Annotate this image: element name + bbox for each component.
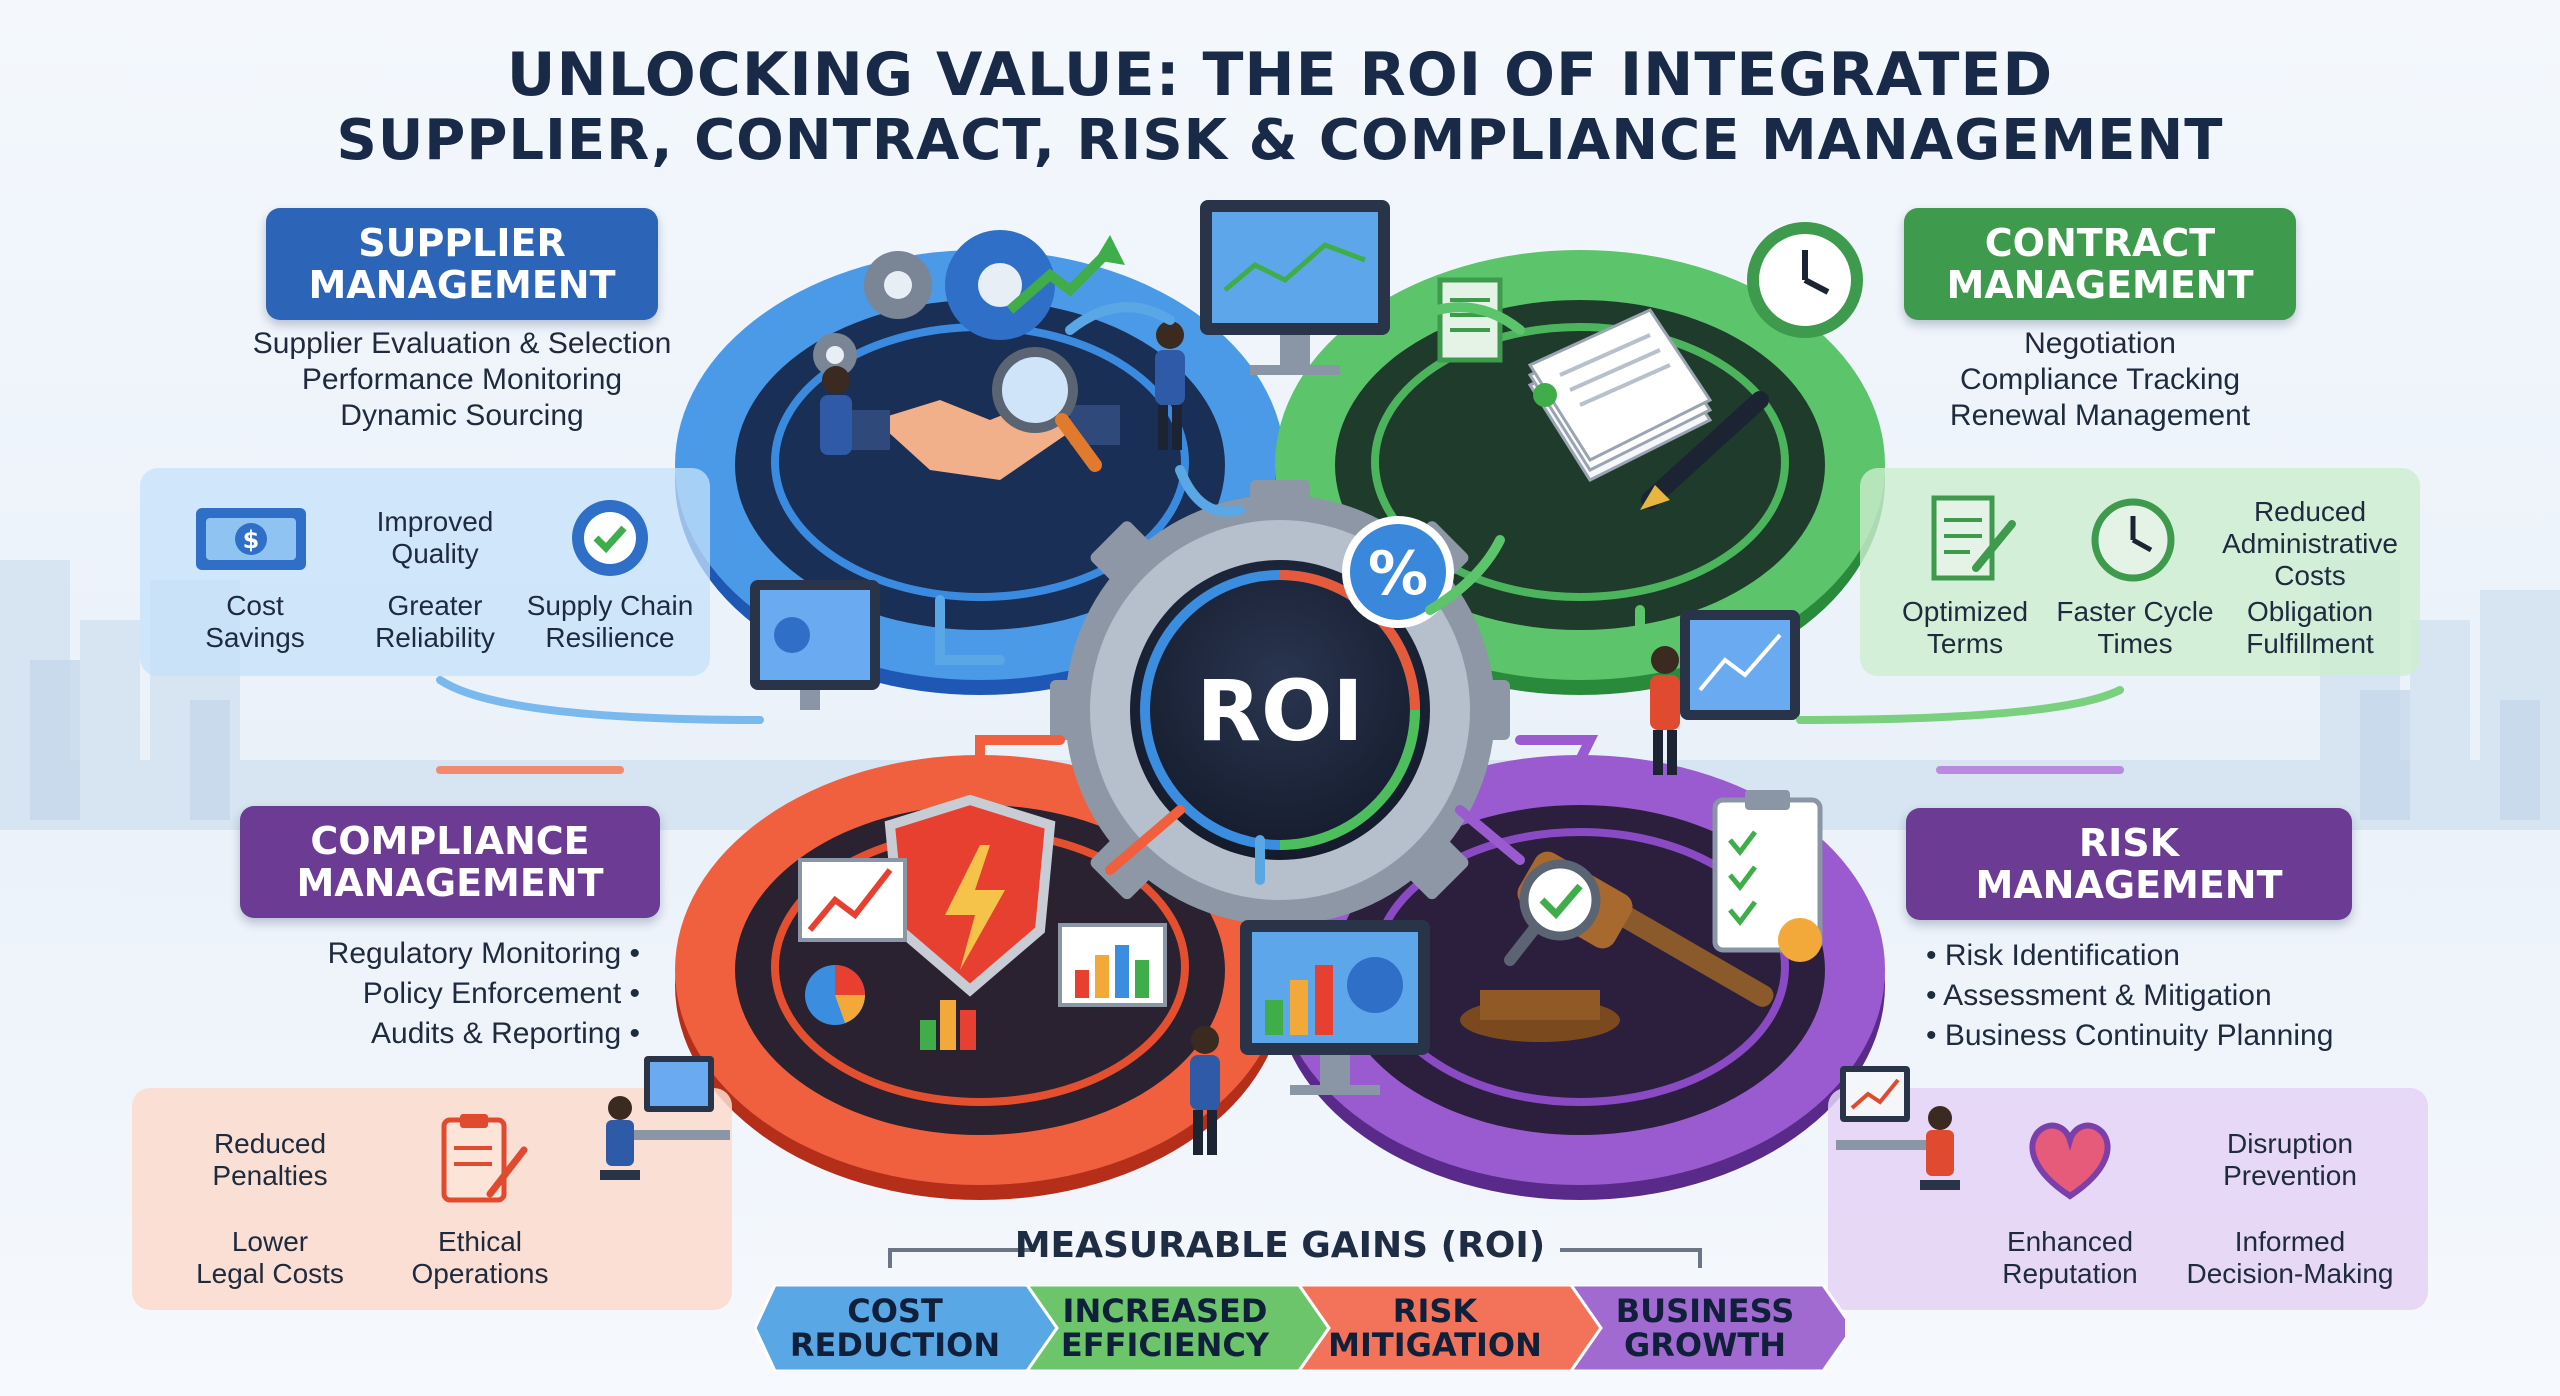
benefit-reduced-admin: Reduced Administrative Costs [2222,496,2398,591]
chevron-risk-mitigation [1297,1285,1603,1371]
chevron-cost-reduction [755,1285,1059,1371]
gear-icon [813,230,1055,377]
gain-step-business-growth: BUSINESS GROWTH [1615,1292,1795,1364]
supplier-title-line-2: MANAGEMENT [308,263,616,307]
supplier-title-line-1: SUPPLIER [358,221,566,265]
person-icon [1155,321,1185,450]
contract-management-tag: CONTRACT MANAGEMENT [1904,208,2296,320]
contract-form-icon [1437,277,1503,363]
person-icon [1190,1026,1220,1155]
check-gear-icon [572,500,648,576]
risk-item: • Assessment & Mitigation [1926,979,2272,1012]
magnifier-icon [992,347,1102,472]
gain-step-increased-efficiency: INCREASED EFFICIENCY [1060,1292,1270,1364]
gains-chevrons [755,1285,1845,1371]
supplier-bullets: Supplier Evaluation & Selection Performa… [230,326,694,434]
pie-chart-icon [805,965,865,1025]
benefit-greater-reliability: Greater Reliability [375,590,495,653]
contract-item: Negotiation [2024,327,2176,360]
compliance-item: Regulatory Monitoring • [327,937,640,970]
person-icon [820,366,852,455]
benefit-disruption: Disruption Prevention [2223,1128,2357,1191]
gain-step-cost-reduction: COST REDUCTION [789,1292,1001,1364]
risk-title-line-2: MANAGEMENT [1975,863,2283,907]
title-line-1: UNLOCKING VALUE: THE ROI OF INTEGRATED [506,40,2054,110]
magnifier-check-icon [1504,859,1601,966]
benefit-optimized-terms: Optimized Terms [1901,596,2029,659]
benefit-improved-quality: Improved Quality [376,506,494,569]
benefit-reduced-penalties: Reduced Penalties [212,1128,328,1191]
contract-item: Renewal Management [1949,399,2251,432]
benefit-informed: Informed Decision-Making [2186,1226,2394,1289]
flow-arrows [935,302,1645,885]
measurable-gains-label: MEASURABLE GAINS (ROI) [1014,1225,1546,1266]
benefit-ethical: Ethical Operations [411,1226,549,1289]
clock-icon [1747,222,1863,338]
benefit-cost-savings: Cost Savings [205,590,305,653]
contract-item: Compliance Tracking [1959,363,2241,396]
bar-chart-icon [1058,923,1167,1007]
risk-benefits-panel [1828,1088,2428,1310]
chevron-business-growth [1569,1285,1845,1371]
compliance-item: Policy Enforcement • [362,977,640,1010]
supplier-item: Performance Monitoring [301,363,623,396]
monitor-top-icon [1200,200,1390,375]
contract-title-line-1: CONTRACT [1984,221,2216,265]
gain-step-risk-mitigation: RISK MITIGATION [1328,1292,1542,1364]
risk-item: • Risk Identification [1926,939,2180,972]
benefit-reputation: Enhanced Reputation [2002,1226,2138,1289]
pen-icon [1640,391,1769,510]
person-icon [1650,646,1680,775]
monitor-right-icon [1680,610,1800,720]
title-line-2: SUPPLIER, CONTRACT, RISK & COMPLIANCE MA… [336,108,2224,173]
monitor-left-icon [750,580,880,710]
percent-badge-icon: % [1342,516,1454,628]
heart-icon [2029,1122,2111,1200]
line-chart-icon [798,858,907,942]
contract-bullets: Negotiation Compliance Tracking Renewal … [1870,326,2330,434]
percent-label: % [1368,539,1428,609]
compliance-item: Audits & Reporting • [371,1017,640,1050]
desk-worker-illustration [1836,1066,1960,1190]
compliance-title-line-1: COMPLIANCE [310,819,590,863]
risk-item: • Business Continuity Planning [1926,1019,2334,1052]
desk-worker-illustration [600,1056,730,1180]
monitor-bottom-icon [1240,920,1430,1095]
compliance-bullets: Regulatory Monitoring • Policy Enforceme… [220,934,640,1054]
growth-arrow-icon [1006,235,1125,314]
document-edit-icon [1931,495,2016,581]
benefit-supply-chain: Supply Chain Resilience [526,590,694,653]
chevron-increased-efficiency [1025,1285,1331,1371]
risk-management-tag: RISK MANAGEMENT [1906,808,2352,920]
stopwatch-icon [2091,498,2175,582]
risk-bullets: • Risk Identification • Assessment & Mit… [1926,936,2386,1056]
clipboard-icon [1712,790,1823,962]
benefit-obligation: Obligation Fulfillment [2246,596,2374,659]
compliance-management-tag: COMPLIANCE MANAGEMENT [240,806,660,918]
contract-title-line-2: MANAGEMENT [1946,263,2254,307]
integration-hub-diagram: ROI % [675,200,1885,1200]
cash-icon: $ [196,508,306,570]
benefit-faster-cycle: Faster Cycle Times [2056,596,2214,659]
supplier-item: Dynamic Sourcing [340,399,584,432]
clipboard-pen-icon [441,1114,528,1203]
document-stack-icon [1527,308,1713,482]
svg-text:$: $ [243,526,260,554]
coins-bars-icon [920,1000,976,1050]
risk-title-line-1: RISK [2078,821,2180,865]
benefit-lower-legal: Lower Legal Costs [196,1226,344,1289]
roi-label: ROI [1196,662,1363,760]
supplier-item: Supplier Evaluation & Selection [252,327,672,360]
supplier-management-tag: SUPPLIER MANAGEMENT [266,208,658,320]
compliance-title-line-2: MANAGEMENT [296,861,604,905]
